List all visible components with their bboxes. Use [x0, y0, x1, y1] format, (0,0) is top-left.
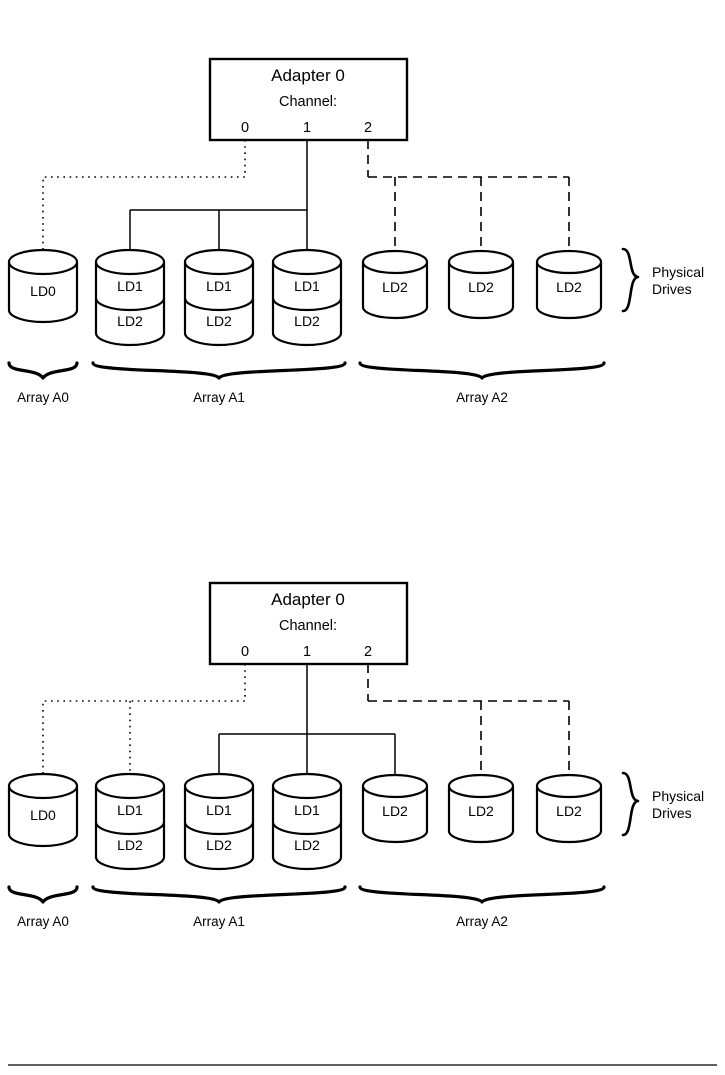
physical-drives-group-top: Physical Drives: [621, 247, 704, 313]
adapter-box-top: Adapter 0 Channel: 0 1 2: [208, 57, 409, 142]
physical-drives-brace-2: [621, 771, 640, 837]
array-2-group-bottom: Array A2: [358, 885, 606, 929]
array-1-label-2: Array A1: [193, 914, 245, 929]
channel-number-0: 0: [241, 120, 249, 136]
drive-3-label-top-2: LD1: [294, 802, 320, 818]
drive-1-label-bottom-2: LD2: [117, 837, 143, 853]
diagram-bottom: Adapter 0 Channel: 0 1 2 LD0: [7, 581, 704, 929]
physical-drives-label-line2-2: Drives: [652, 805, 692, 821]
drive-5-top: LD2: [447, 249, 515, 320]
drive-2-label-bottom-2: LD2: [206, 837, 232, 853]
drive-4-label-top: LD2: [382, 279, 408, 295]
physical-drives-label-line1-2: Physical: [652, 788, 704, 804]
drive-3-label-top: LD1: [294, 278, 320, 294]
array-2-brace: [358, 361, 606, 380]
array-1-group-bottom: Array A1: [91, 885, 347, 929]
adapter-channel-label: Channel:: [279, 94, 337, 110]
drive-4-bottom: LD2: [361, 773, 429, 844]
array-2-label-2: Array A2: [456, 914, 508, 929]
drive-6-label-top-2: LD2: [556, 803, 582, 819]
array-1-brace-2: [91, 885, 347, 904]
drive-5-label-top: LD2: [468, 279, 494, 295]
drive-6-bottom: LD2: [535, 773, 603, 844]
adapter-box-bottom: Adapter 0 Channel: 0 1 2: [208, 581, 409, 666]
adapter-title: Adapter 0: [271, 66, 345, 85]
drive-6-label-top: LD2: [556, 279, 582, 295]
drive-1-top: LD1 LD2: [94, 248, 166, 347]
drive-5-bottom: LD2: [447, 773, 515, 844]
channel-0-link-top: [42, 140, 246, 252]
diagram-top: Adapter 0 Channel: 0 1 2 LD0: [7, 57, 704, 405]
physical-drives-group-bottom: Physical Drives: [621, 771, 704, 837]
array-0-label: Array A0: [17, 390, 69, 405]
drive-1-bottom: LD1 LD2: [94, 772, 166, 871]
channel-number-1-2: 1: [303, 644, 311, 660]
adapter-title-2: Adapter 0: [271, 590, 345, 609]
array-2-label: Array A2: [456, 390, 508, 405]
array-0-brace-2: [7, 885, 79, 904]
drive-6-top: LD2: [535, 249, 603, 320]
channel-number-2-2: 2: [364, 644, 372, 660]
drive-2-label-bottom: LD2: [206, 313, 232, 329]
array-0-label-2: Array A0: [17, 914, 69, 929]
drive-1-label-top-2: LD1: [117, 802, 143, 818]
array-1-group-top: Array A1: [91, 361, 347, 405]
drive-4-label-top-2: LD2: [382, 803, 408, 819]
channel-number-1: 1: [303, 120, 311, 136]
array-2-brace-2: [358, 885, 606, 904]
drive-2-label-top-2: LD1: [206, 802, 232, 818]
channel-number-0-2: 0: [241, 644, 249, 660]
drive-2-bottom: LD1 LD2: [183, 772, 255, 871]
physical-drives-label-line1: Physical: [652, 264, 704, 280]
array-0-group-bottom: Array A0: [7, 885, 79, 929]
drive-0-label-top: LD0: [30, 283, 56, 299]
adapter-channel-label-2: Channel:: [279, 618, 337, 634]
drive-5-label-top-2: LD2: [468, 803, 494, 819]
drive-3-bottom: LD1 LD2: [271, 772, 343, 871]
channel-0-link-bottom: [42, 664, 246, 776]
array-1-label: Array A1: [193, 390, 245, 405]
drive-0-label-top-2: LD0: [30, 807, 56, 823]
array-2-group-top: Array A2: [358, 361, 606, 405]
drive-0-top: LD0: [7, 248, 79, 324]
channel-number-2: 2: [364, 120, 372, 136]
drive-1-label-bottom: LD2: [117, 313, 143, 329]
physical-drives-label-line2: Drives: [652, 281, 692, 297]
drive-0-bottom: LD0: [7, 772, 79, 848]
array-0-brace: [7, 361, 79, 380]
array-0-group-top: Array A0: [7, 361, 79, 405]
adapter-rect-2: [208, 581, 409, 666]
adapter-rect: [208, 57, 409, 142]
physical-drives-brace: [621, 247, 640, 313]
drive-3-top: LD1 LD2: [271, 248, 343, 347]
array-1-brace: [91, 361, 347, 380]
drive-2-label-top: LD1: [206, 278, 232, 294]
drive-3-label-bottom-2: LD2: [294, 837, 320, 853]
drive-4-top: LD2: [361, 249, 429, 320]
drive-2-top: LD1 LD2: [183, 248, 255, 347]
drive-1-label-top: LD1: [117, 278, 143, 294]
drive-3-label-bottom: LD2: [294, 313, 320, 329]
